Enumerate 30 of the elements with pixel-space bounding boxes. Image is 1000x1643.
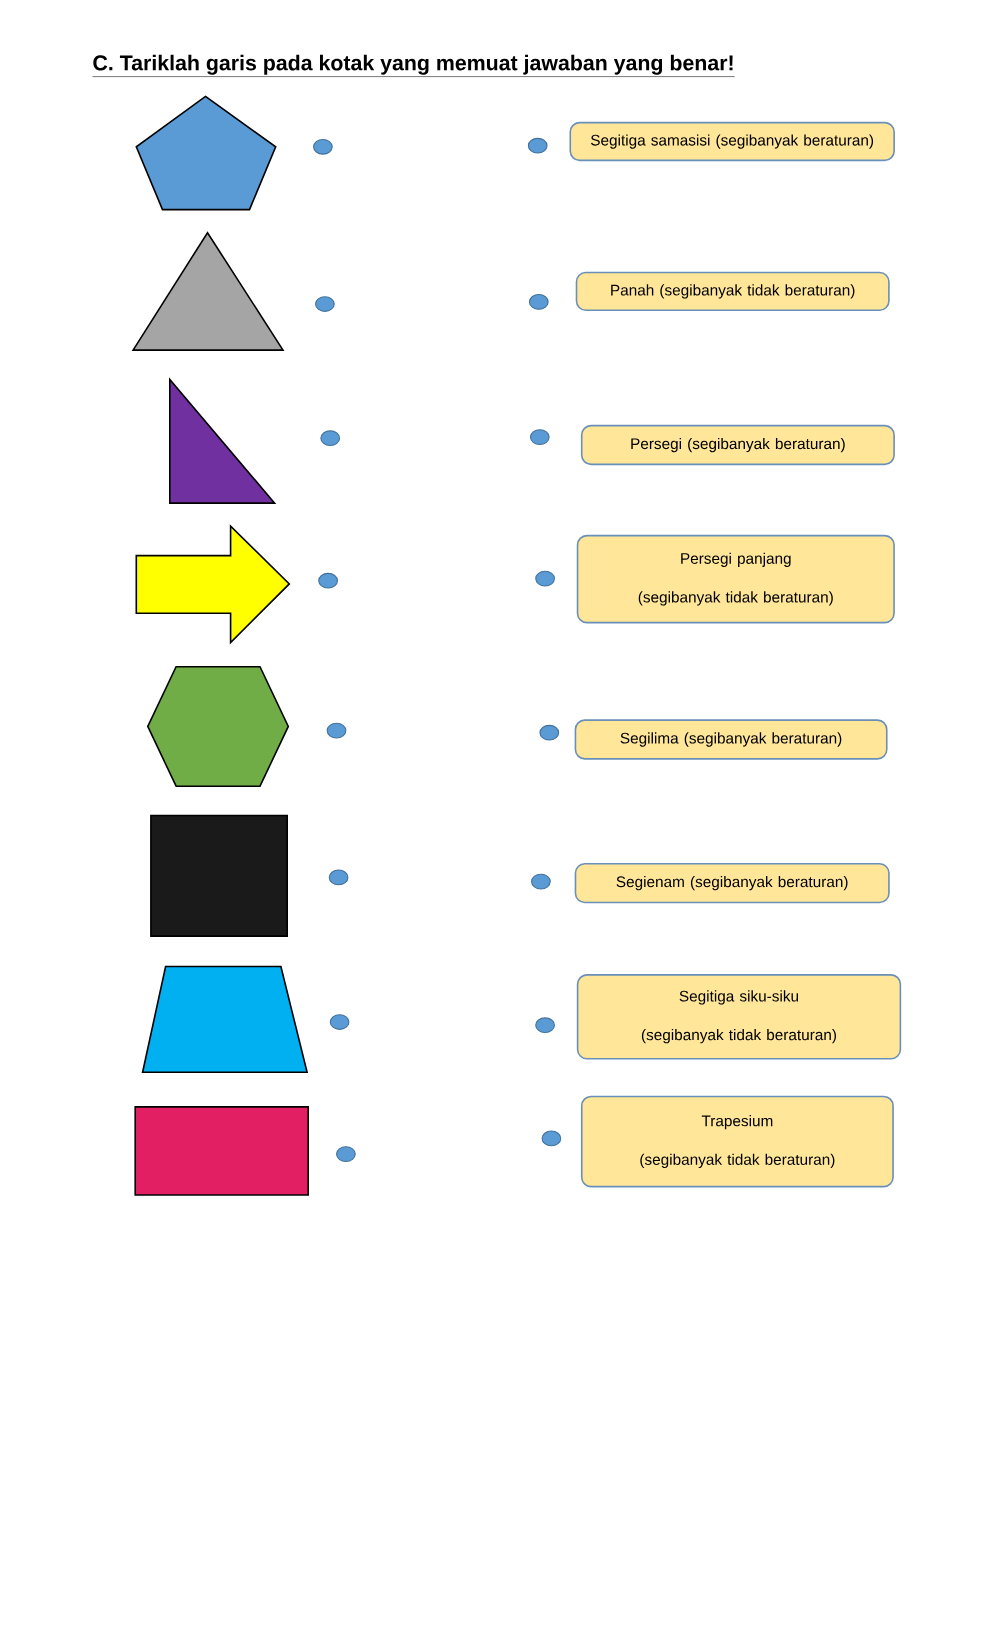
answer-dot: [315, 296, 335, 312]
answer-box: Segitiga samasisi (segibanyak beraturan): [569, 121, 895, 162]
pentagon: [135, 95, 277, 211]
answer-dot: [328, 869, 349, 886]
answer-box: Segienam (segibanyak beraturan): [574, 862, 890, 904]
answer-dot: [535, 570, 555, 587]
answer-dot: [529, 429, 550, 445]
answer-box: Panah (segibanyak tidak beraturan): [575, 271, 890, 312]
answer-box: Segilima (segibanyak beraturan): [574, 719, 888, 760]
answer-dot: [329, 1014, 350, 1030]
arrow-shape: [135, 524, 291, 645]
answer-box: Persegi (segibanyak beraturan): [580, 424, 895, 466]
answer-box: Persegi panjang (segibanyak tidak beraturan): [576, 534, 895, 624]
answer-dot: [539, 724, 560, 741]
answer-box: Trapesium (segibanyak tidak beraturan): [580, 1095, 894, 1188]
answer-dot: [336, 1146, 356, 1162]
answer-dot: [320, 430, 341, 447]
answer-dot: [541, 1130, 562, 1147]
answer-dot: [531, 873, 551, 890]
rectangle: [134, 1106, 309, 1196]
answer-dot: [528, 294, 549, 310]
answer-box: Segitiga siku-siku (segibanyak tidak beraturan): [576, 974, 902, 1060]
answer-dot: [313, 138, 333, 155]
square: [150, 814, 288, 937]
title: C. Tariklah garis pada kotak yang memuat jawaban yang benar!: [92, 54, 735, 77]
answer-dot: [318, 572, 338, 589]
answer-dot: [535, 1017, 555, 1034]
answer-dot: [326, 722, 347, 739]
trapezoid: [141, 965, 309, 1074]
answer-dot: [527, 137, 548, 154]
